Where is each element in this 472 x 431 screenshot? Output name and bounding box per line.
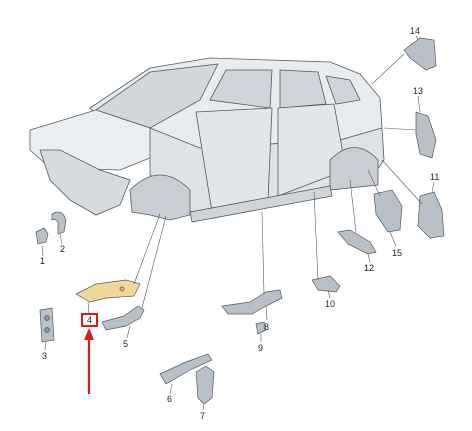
part-6-shape xyxy=(159,353,213,385)
part-number-label: 8 xyxy=(264,322,270,332)
part-number-label: 12 xyxy=(364,263,375,273)
part-number-label: 11 xyxy=(430,172,440,182)
part-number-label: 15 xyxy=(392,248,403,258)
part-number-label: 1 xyxy=(40,256,46,266)
part-number-label: 14 xyxy=(410,26,421,36)
part-number-label-highlighted: 4 xyxy=(86,315,92,325)
part-number-label: 10 xyxy=(325,299,336,309)
part-number-label: 6 xyxy=(167,394,173,404)
part-number-label: 2 xyxy=(60,244,66,254)
part-13-shape xyxy=(415,111,437,159)
part-number-label: 9 xyxy=(258,343,264,353)
part-number-label: 13 xyxy=(413,86,424,96)
highlight-arrow xyxy=(84,328,94,394)
part-number-label: 7 xyxy=(200,411,206,421)
part-3-shape xyxy=(39,307,55,343)
part-12-shape xyxy=(337,229,377,255)
part-9-shape xyxy=(255,321,267,335)
part-4-shape xyxy=(75,279,141,303)
part-8-shape xyxy=(221,289,283,315)
car-body xyxy=(29,57,385,223)
part-1-shape xyxy=(35,227,49,245)
part-10-shape xyxy=(311,275,341,293)
part-number-label: 5 xyxy=(123,339,129,349)
part-15-shape xyxy=(373,189,403,233)
part-7-shape xyxy=(195,365,215,405)
part-14-shape xyxy=(403,37,437,71)
part-11-shape xyxy=(417,191,445,239)
part-number-label: 3 xyxy=(42,351,48,361)
leader-lines xyxy=(41,35,435,411)
part-5-shape xyxy=(101,305,145,331)
highlighted-part-box: 4 xyxy=(81,313,98,327)
part-2-shape xyxy=(51,211,67,235)
